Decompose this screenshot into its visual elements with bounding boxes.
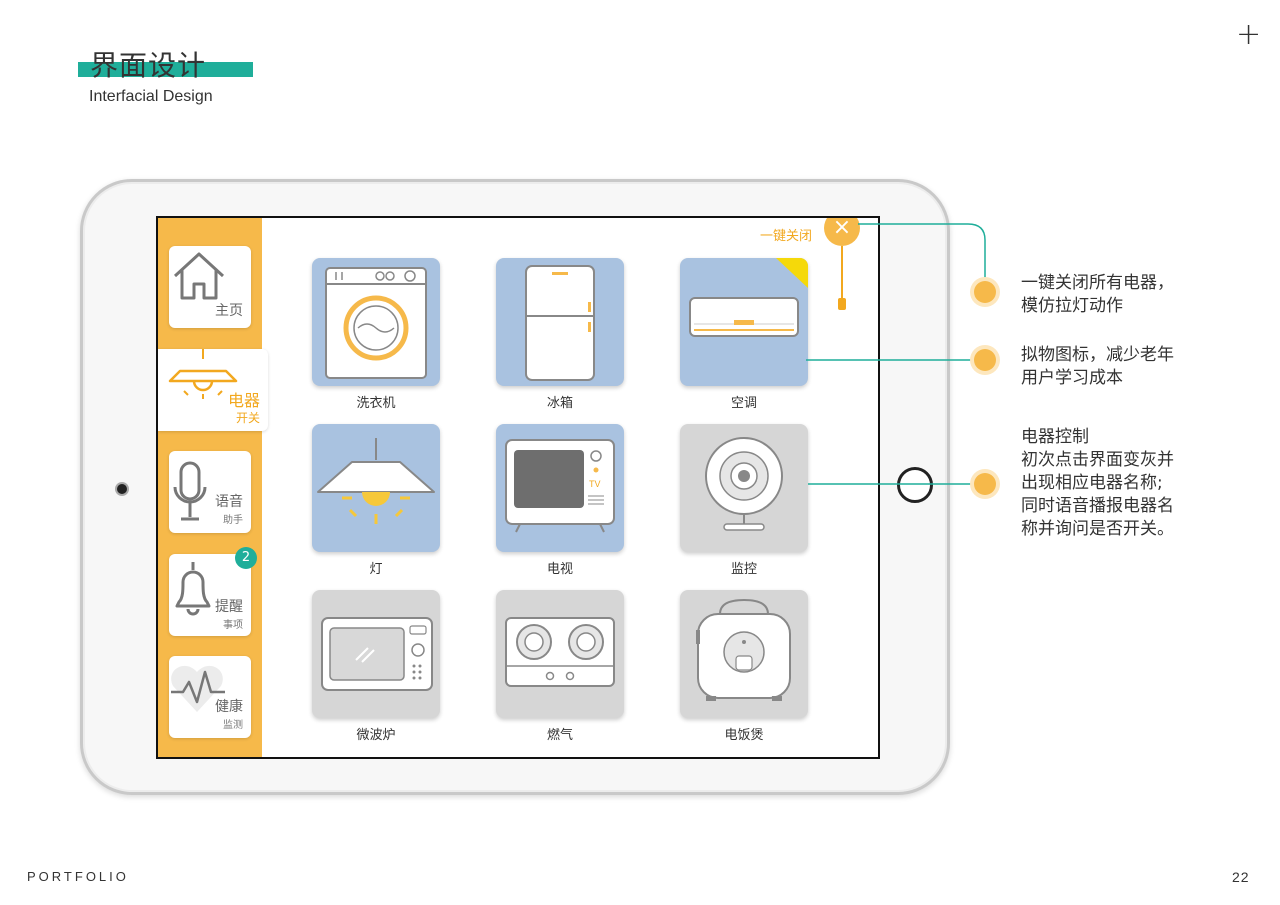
air-conditioner-icon: [689, 258, 808, 337]
tile-microwave[interactable]: [312, 590, 440, 718]
rice-cooker-icon: [696, 598, 791, 701]
tile-label: 监控: [730, 562, 757, 577]
tile-air-conditioner[interactable]: [680, 258, 808, 386]
bell-icon: [175, 562, 211, 616]
refrigerator-icon: [525, 265, 595, 381]
page-title: 界面设计: [90, 49, 207, 82]
tile-camera[interactable]: [680, 424, 808, 552]
sidebar-item-appliance[interactable]: 电器 开关: [158, 349, 268, 431]
tv-icon: TV: [505, 439, 615, 533]
tile-label: 灯: [369, 562, 383, 577]
tile-tv[interactable]: TV: [496, 424, 624, 552]
home-button[interactable]: [897, 467, 933, 503]
gas-stove-icon: [505, 617, 615, 687]
close-all-label: 一键关闭: [760, 229, 813, 244]
washing-machine-icon: [325, 267, 427, 379]
tile-refrigerator[interactable]: [496, 258, 624, 386]
sidebar-item-sub: 助手: [223, 515, 243, 526]
sidebar-item-home[interactable]: 主页: [169, 246, 251, 328]
heart-pulse-icon: [171, 665, 225, 712]
tile-lamp[interactable]: [312, 424, 440, 552]
annotation-text: 电器控制 初次点击界面变灰并 出现相应电器名称; 同时语音播报电器名 称并询问是…: [1021, 427, 1174, 539]
annotation-text: 拟物图标，减少老年 用户学习成本: [1021, 345, 1174, 388]
tile-label: 燃气: [546, 728, 573, 743]
sidebar-item-label: 语音: [215, 494, 243, 510]
sidebar: 主页 电器 开关 语音 助手: [158, 218, 268, 757]
pull-knob[interactable]: [838, 298, 846, 310]
page-number: 22: [1232, 869, 1250, 885]
tile-gas-stove[interactable]: [496, 590, 624, 718]
sidebar-item-sub: 事项: [223, 620, 243, 631]
sidebar-item-sub: 开关: [235, 411, 260, 425]
tile-rice-cooker[interactable]: [680, 590, 808, 718]
sidebar-item-label: 主页: [215, 303, 243, 319]
sidebar-item-label: 健康: [215, 699, 243, 715]
tile-label: 微波炉: [356, 728, 396, 743]
sidebar-item-reminder[interactable]: 提醒 事项: [169, 554, 251, 636]
footer-portfolio: PORTFOLIO: [27, 869, 129, 884]
camera-icon: [115, 482, 129, 496]
plus-icon: +: [1236, 17, 1262, 52]
tablet-screen: 主页 电器 开关 语音 助手: [156, 216, 880, 759]
tile-label: 洗衣机: [356, 396, 396, 411]
close-all-button[interactable]: ×: [824, 218, 860, 246]
tile-label: 空调: [730, 396, 757, 411]
lamp-icon: [168, 349, 238, 399]
page-subtitle: Interfacial Design: [89, 88, 213, 105]
pull-string[interactable]: [841, 246, 843, 308]
tv-logo-text: TV: [589, 479, 601, 489]
ceiling-lamp-icon: [317, 438, 435, 524]
house-icon: [173, 252, 225, 300]
sidebar-item-label: 电器: [227, 391, 260, 410]
microphone-icon: [173, 461, 207, 521]
title-underline: [78, 62, 253, 77]
notification-badge: 2: [235, 547, 257, 569]
tile-washing-machine[interactable]: [312, 258, 440, 386]
tile-label: 电视: [546, 562, 573, 577]
sidebar-item-voice[interactable]: 语音 助手: [169, 451, 251, 533]
annotation-dot: [974, 349, 996, 371]
sidebar-item-sub: 监测: [223, 720, 243, 731]
annotation-dot: [974, 473, 996, 495]
security-camera-icon: [705, 437, 783, 531]
annotation-dot: [974, 281, 996, 303]
microwave-icon: [321, 617, 433, 691]
sidebar-item-label: 提醒: [215, 599, 243, 615]
annotation-text: 一键关闭所有电器， 模仿拉灯动作: [1021, 273, 1174, 316]
tile-label: 电饭煲: [724, 728, 764, 743]
tile-label: 冰箱: [546, 396, 573, 411]
sidebar-item-health[interactable]: 健康 监测: [169, 656, 251, 738]
